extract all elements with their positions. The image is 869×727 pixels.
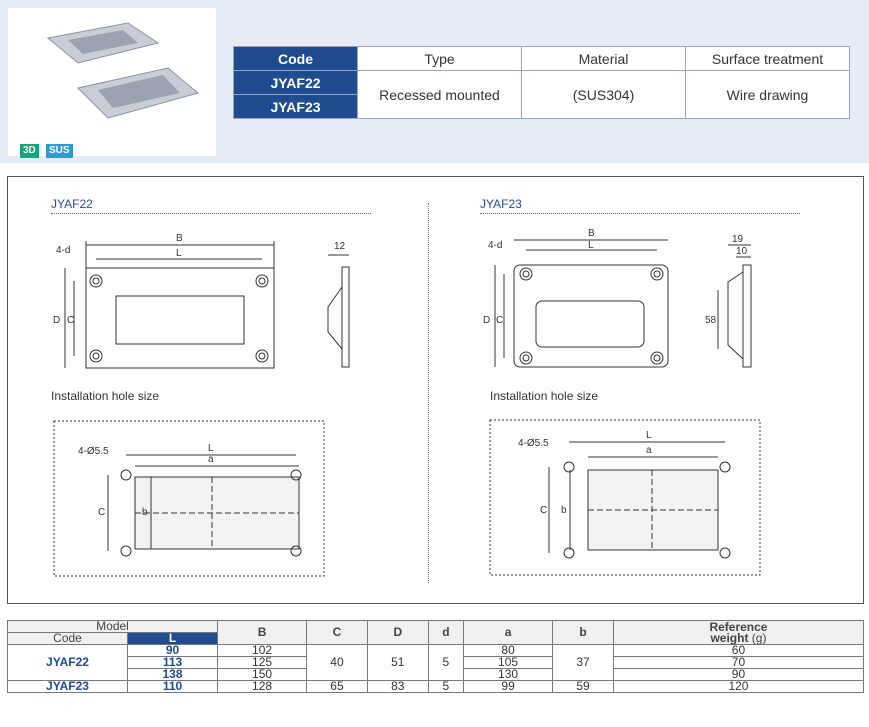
col-d-small: d [427,620,465,645]
badge-sus: SUS [46,144,73,158]
weight-unit: (g) [751,630,767,645]
spec-header-material: Material [521,46,686,71]
jyaf23-recess [535,300,645,348]
dim-4d: 4-d [488,240,503,251]
drawing-panel: JYAF22 JYAF23 [7,176,864,604]
col-b: B [216,620,308,645]
dim-c: C [67,315,75,326]
col-d: D [366,620,429,645]
spec-header-surface: Surface treatment [685,46,850,71]
technical-drawings [53,239,761,577]
dim-l: L [588,240,594,251]
dim-c: C [540,505,548,516]
col-c: C [306,620,368,645]
dim-d: D [483,315,491,326]
col-a: a [463,620,554,645]
handle-illustration [46,22,200,119]
spec-header-code: Code [233,46,358,71]
dim-4d: 4-d [56,245,71,256]
divider [428,203,429,583]
dim-b-small: b [142,507,148,518]
install-label-left: Installation hole size [51,389,160,403]
col-b-small: b [552,620,614,645]
jyaf22-recess [115,295,245,345]
cell-d: 83 [366,680,429,693]
spec-type: Recessed mounted [357,70,522,119]
row-code: JYAF23 [7,680,128,693]
col-code: Code [7,632,128,645]
cell-b-small: 37 [552,644,614,681]
drawing-title-jyaf23: JYAF23 [480,197,522,211]
cell-weight: 120 [612,680,865,693]
dim-b: B [176,233,183,244]
jyaf23-plate [513,264,669,368]
cell-d-small: 5 [427,680,465,693]
jyaf22-plate [85,267,275,369]
cell-d: 51 [366,644,429,681]
dim-10: 10 [736,246,748,257]
dim-b-small: b [561,505,567,516]
spec-code-jyaf22: JYAF22 [233,70,358,95]
cell-b-small: 59 [552,680,614,693]
install-label-right: Installation hole size [490,389,599,403]
product-photo: 3D SUS [8,8,216,158]
header-band: 3D SUS Code Type Material Surface treatm… [0,0,869,163]
title-underline [51,213,371,214]
col-model: Model [7,620,218,633]
cell-c: 65 [306,680,368,693]
dim-c: C [98,507,106,518]
dim-d: D [53,315,61,326]
cell-l: 110 [127,680,218,693]
table-row: JYAF23 110 128 65 83 5 99 59 120 [7,680,865,693]
spec-surface: Wire drawing [685,70,850,119]
spec-code-jyaf23: JYAF23 [233,94,358,119]
spec-table: Code Type Material Surface treatment JYA… [233,46,850,119]
dim-b: B [588,228,595,239]
title-underline [480,213,800,214]
spec-header-type: Type [357,46,522,71]
dim-a: a [208,454,214,465]
cell-a: 99 [463,680,554,693]
weight-line2: weight [710,630,749,645]
row-code: JYAF22 [7,644,128,681]
cell-b: 128 [216,680,308,693]
dim-c: C [496,315,504,326]
dim-l: L [176,248,182,259]
dim-l: L [208,443,214,454]
col-l: L [127,632,218,645]
dim-l: L [646,430,652,441]
col-weight: Reference weight (g) [612,619,865,645]
dim-hole: 4-Ø5.5 [518,438,549,449]
weight-line1: Reference [709,619,768,634]
spec-material: (SUS304) [521,70,686,119]
cell-c: 40 [306,644,368,681]
dim-hole: 4-Ø5.5 [78,446,109,457]
drawing-title-jyaf22: JYAF22 [51,197,93,211]
cell-d-small: 5 [427,644,465,681]
dim-12: 12 [334,241,346,252]
dimension-table: Model B C D d a b Reference weight (g) C… [7,619,865,693]
cell-b: 125 [216,656,308,669]
table-row: 113 125 105 70 [8,656,865,669]
dim-58: 58 [705,315,717,326]
dim-19: 19 [732,234,744,245]
dim-a: a [646,445,652,456]
badge-3d: 3D [20,144,39,158]
